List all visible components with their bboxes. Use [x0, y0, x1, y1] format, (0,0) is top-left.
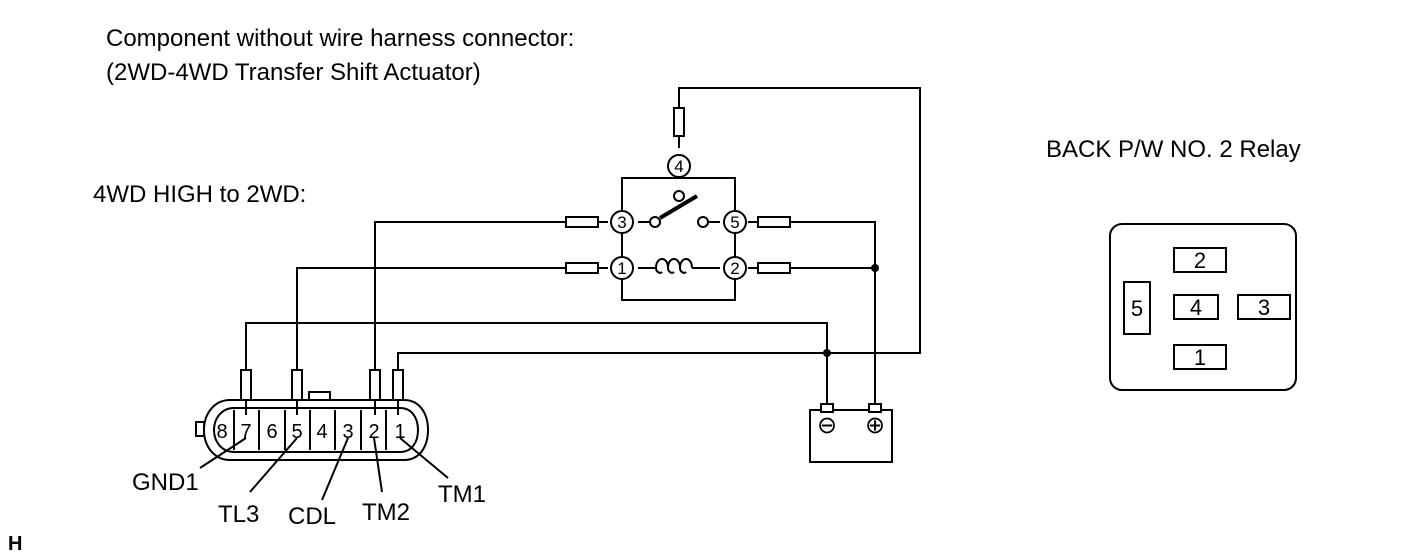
connector-pin-2: 2: [368, 421, 379, 443]
relay-terminal-1: 1: [610, 256, 634, 280]
switch-contact-left: [649, 216, 661, 228]
svg-text:2: 2: [730, 259, 739, 278]
label-tm2: TM2: [362, 499, 410, 526]
wire-relay-4: [397, 87, 921, 370]
svg-text:1: 1: [1194, 345, 1206, 370]
relay-frame: [621, 168, 736, 301]
svg-text:1: 1: [617, 259, 626, 278]
wires: [245, 87, 921, 405]
switch-contact-top: [673, 190, 685, 202]
relay-face-terminal-3: 3: [1237, 294, 1291, 320]
connector-dividers: [233, 410, 387, 450]
relay-face-terminal-1: 1: [1173, 344, 1227, 370]
wire-relay-3: [374, 221, 608, 370]
junction-dot-negative: [823, 349, 831, 357]
junction-dot-positive: [871, 264, 879, 272]
connector-pin-7: 7: [240, 421, 251, 443]
label-tm1: TM1: [438, 481, 486, 508]
inline-connector-1: [565, 262, 599, 274]
probe-pin-5: [291, 369, 303, 401]
connector-pin-5: 5: [291, 421, 302, 443]
probe-pin-2: [369, 369, 381, 401]
leader-tm1: [399, 437, 449, 479]
relay-face-terminal-2: 2: [1173, 247, 1227, 273]
title-line-1: Component without wire harness connector…: [106, 25, 574, 52]
inline-connector-3: [565, 216, 599, 228]
connector-pin-3: 3: [342, 421, 353, 443]
connector-pin-4: 4: [316, 421, 327, 443]
inline-connector-2: [757, 262, 791, 274]
inline-connectors: [565, 107, 791, 274]
svg-text:4: 4: [1190, 295, 1202, 320]
connector-top-key: [308, 391, 331, 400]
connector-pin-8: 8: [216, 421, 227, 443]
probe-pin-7: [240, 369, 252, 401]
wire-relay-1: [296, 267, 608, 370]
relay-face-terminal-4: 4: [1173, 294, 1219, 320]
battery-positive-symbol: ⊕: [865, 412, 885, 439]
probe-pin-1: [392, 369, 404, 401]
actuator-connector: 8 7 6 5 4 3 2 1 GND1 TL3 CDL TM2 TM1: [132, 369, 486, 530]
battery-post-negative: [820, 403, 834, 413]
battery-post-positive: [868, 403, 882, 413]
connector-inner: [212, 407, 420, 453]
leader-tl3: [249, 437, 298, 493]
relay-terminal-4: 4: [667, 154, 691, 178]
relay-terminal-5: 5: [723, 210, 747, 234]
svg-text:3: 3: [1258, 295, 1270, 320]
relay-face-terminal-5: 5: [1123, 281, 1151, 335]
relay-schematic: 4 3 5 1 2: [610, 154, 747, 280]
svg-text:3: 3: [617, 213, 626, 232]
relay-terminal-3: 3: [610, 210, 634, 234]
inline-connector-top: [673, 107, 685, 137]
svg-text:5: 5: [730, 213, 739, 232]
relay-title: BACK P/W NO. 2 Relay: [1046, 136, 1301, 163]
wire-relay-5: [748, 221, 876, 405]
svg-text:4: 4: [674, 157, 683, 176]
svg-text:2: 2: [1194, 248, 1206, 273]
relay-terminal-2: 2: [723, 256, 747, 280]
label-cdl: CDL: [288, 503, 336, 530]
leader-gnd1: [199, 437, 247, 469]
label-gnd1: GND1: [132, 469, 199, 496]
inline-connector-5: [757, 216, 791, 228]
condition-label: 4WD HIGH to 2WD:: [93, 181, 306, 208]
relay-connector-face: 2 5 4 3 1: [1109, 223, 1297, 391]
title-line-2: (2WD-4WD Transfer Shift Actuator): [106, 59, 481, 86]
leader-tm2: [373, 437, 383, 493]
switch-contact-right: [697, 216, 709, 228]
label-tl3: TL3: [218, 501, 259, 528]
footer-code: H: [8, 533, 22, 555]
relay-coil: [638, 258, 720, 269]
battery-body: [809, 409, 893, 463]
connector-pin-6: 6: [266, 421, 277, 443]
connector-shell: [202, 399, 430, 461]
leader-cdl: [321, 437, 349, 501]
wire-gnd: [245, 322, 828, 405]
battery-negative-symbol: ⊖: [817, 412, 837, 439]
svg-text:5: 5: [1131, 296, 1143, 321]
switch-blade: [658, 194, 699, 220]
connector-pin-1: 1: [394, 421, 405, 443]
battery: ⊖ ⊕: [809, 403, 893, 463]
connector-side-key: [195, 421, 205, 437]
